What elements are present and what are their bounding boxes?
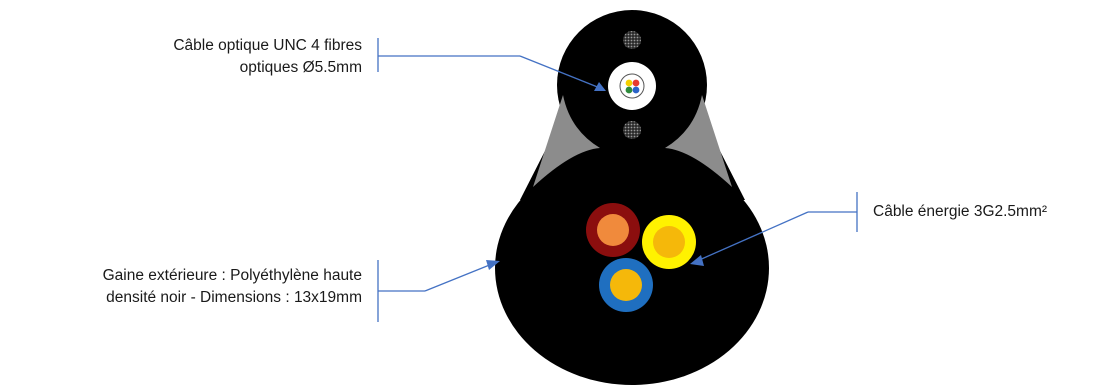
filler-right <box>665 95 732 187</box>
fiber-blue <box>632 86 640 94</box>
fiber-callout-bracket <box>377 38 520 72</box>
sheath-callout-bracket <box>377 260 425 322</box>
sheath-callout-pointer <box>424 263 493 292</box>
conductor-brown-core <box>597 214 629 246</box>
optical-fiber-unit <box>608 62 656 110</box>
sheath-arrowhead <box>486 260 500 270</box>
fiber-arrowhead <box>594 82 606 91</box>
power-arrowhead <box>690 255 704 266</box>
power-conductors <box>586 203 696 312</box>
fiber-cable-label-line2: optiques Ø5.5mm <box>239 59 362 76</box>
fiber-red <box>632 79 640 87</box>
callouts <box>377 38 858 322</box>
power-callout-pointer <box>696 211 809 262</box>
fiber-cable-label-line1: Câble optique UNC 4 fibres <box>173 37 362 54</box>
power-callout-bracket <box>808 192 858 232</box>
fiber-green <box>625 86 633 94</box>
power-cable-label-line1: Câble énergie 3G2.5mm² <box>873 203 1048 220</box>
conductor-yellow-core <box>653 226 685 258</box>
power-cable-label: Câble énergie 3G2.5mm² <box>873 201 1047 223</box>
conductor-blue-core <box>610 269 642 301</box>
fiber-callout-pointer <box>519 55 601 89</box>
outer-sheath-label: Gaine extérieure : Polyéthylène haute de… <box>103 265 362 309</box>
outer-sheath-label-line1: Gaine extérieure : Polyéthylène haute <box>102 267 362 284</box>
filler-left <box>533 95 600 187</box>
fiber-yellow <box>625 79 633 87</box>
outer-sheath-label-line2: densité noir - Dimensions : 13x19mm <box>106 289 362 306</box>
strength-member-bottom <box>623 121 641 139</box>
fiber-cable-label: Câble optique UNC 4 fibres optiques Ø5.5… <box>173 35 362 79</box>
arrowheads <box>486 82 704 270</box>
strength-member-top <box>623 31 641 49</box>
fiber-inner-ring <box>619 73 645 99</box>
